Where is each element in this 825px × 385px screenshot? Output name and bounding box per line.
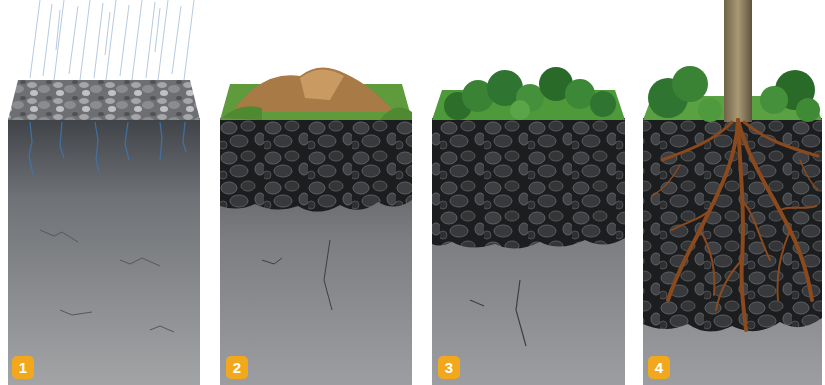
callout-number-badge: 4 (648, 356, 670, 379)
callout-number-badge: 1 (12, 356, 34, 379)
profile-1 (8, 0, 200, 385)
callout-number: 4 (655, 360, 663, 375)
callout-number-badge: 2 (226, 356, 248, 379)
callout-number: 3 (445, 360, 453, 375)
profile-4 (643, 0, 822, 385)
callout-number-badge: 3 (438, 356, 460, 379)
profile-3 (432, 67, 625, 385)
profile-2 (220, 67, 412, 385)
callout-number: 1 (19, 360, 27, 375)
callout-number: 2 (233, 360, 241, 375)
